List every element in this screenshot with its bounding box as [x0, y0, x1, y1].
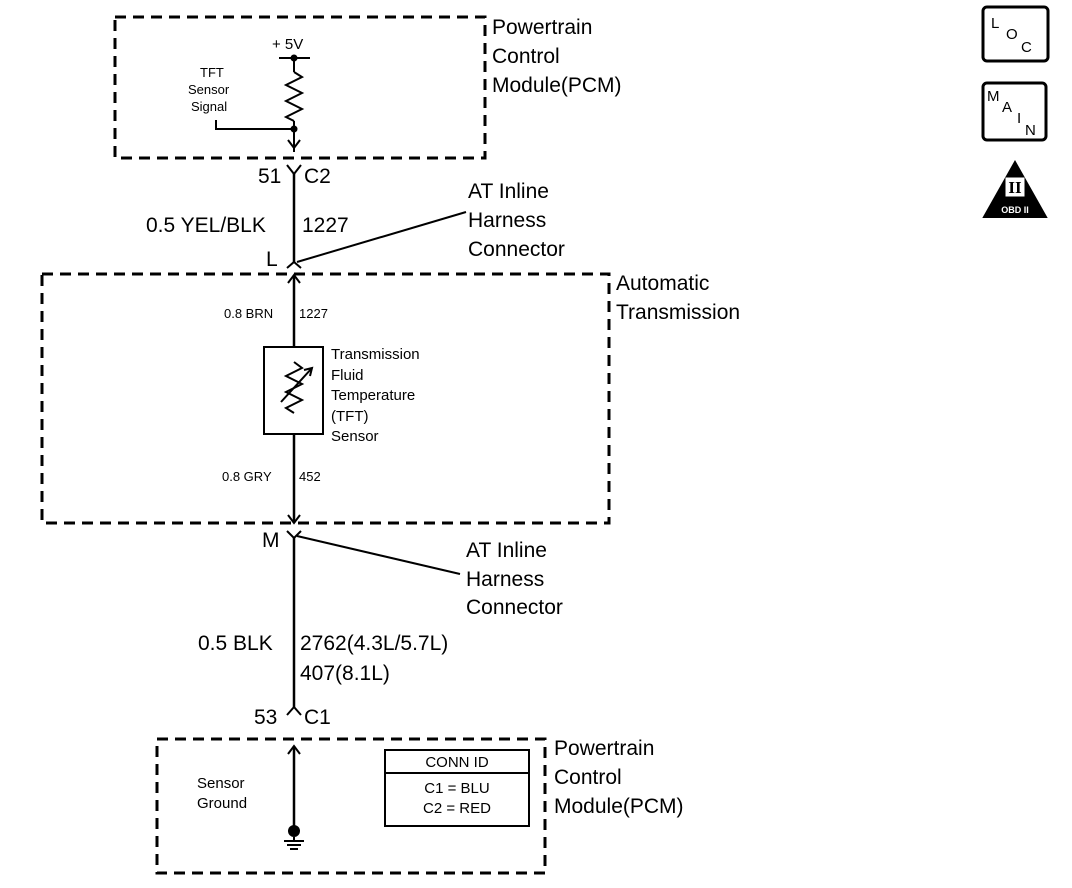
inline-connector-m-leader — [296, 535, 461, 575]
wire-top-gauge-color: 0.5 YEL/BLK — [146, 214, 266, 237]
transmission-bottom-arrow-icon — [287, 514, 301, 525]
loc-icon-letter-o: O — [1006, 26, 1018, 43]
conn-id-row-c1: C1 = BLU — [424, 780, 489, 797]
tft-sensor-label-line1: Transmission — [331, 346, 420, 363]
pcm-top-title-line3: Module(PCM) — [492, 74, 622, 97]
connector-c1: 53 C1 — [254, 705, 331, 729]
pcm-top-title-line1: Powertrain — [492, 16, 592, 39]
inline-connector-l-pin: L — [266, 248, 278, 271]
wire-bottom-gauge-color: 0.5 BLK — [198, 632, 273, 655]
connector-c2: 51 C2 — [258, 164, 331, 188]
wire-bottom-circuit-line1: 2762(4.3L/5.7L) — [300, 632, 448, 655]
connector-c1-pin: 53 — [254, 706, 277, 729]
thermistor-arrow-head-icon — [303, 366, 314, 377]
inline-connector-m-pin: M — [262, 529, 280, 552]
tft-sensor-label-line3: Temperature — [331, 387, 415, 404]
transmission-boundary — [40, 272, 611, 525]
inline-connector-l-leader — [296, 211, 467, 263]
tft-sensor-label-line4: (TFT) — [331, 408, 368, 425]
wire-bottom-circuit-line2: 407(8.1L) — [300, 662, 390, 685]
automatic-transmission: Automatic Transmission 0.8 BRN 1227 Tran… — [40, 272, 740, 525]
inline-connector-m: M AT Inline Harness Connector — [262, 529, 563, 619]
pcm-bottom-title-line2: Control — [554, 766, 622, 789]
connector-c2-name: C2 — [304, 165, 331, 188]
main-icon-letter-n: N — [1025, 122, 1036, 139]
supply-voltage-label: + 5V — [272, 36, 303, 53]
thermistor-variable-arrow — [280, 367, 313, 403]
tft-signal-label-line1: TFT — [200, 65, 224, 80]
pcm-top-boundary — [113, 15, 487, 160]
pcm-top-title-line2: Control — [492, 45, 560, 68]
inline-connector-l: L AT Inline Harness Connector — [266, 180, 565, 271]
inline-top-label-line3: Connector — [468, 238, 565, 261]
pullup-resistor-icon — [283, 71, 305, 122]
connector-c1-icon — [286, 705, 302, 716]
signal-line — [215, 120, 294, 130]
obd-ii-label: OBD II — [1001, 205, 1029, 215]
main-icon-letter-a: A — [1002, 99, 1012, 116]
main-icon-letter-i: I — [1017, 110, 1021, 127]
wire-lower-gauge-color: 0.8 GRY — [222, 469, 272, 484]
conn-id-row-c2: C2 = RED — [423, 800, 491, 817]
loc-icon-letter-l: L — [991, 15, 999, 32]
sensor-ground-label-line2: Ground — [197, 795, 247, 812]
pcm-bottom-title-line3: Module(PCM) — [554, 795, 684, 818]
pcm-bottom-module: Powertrain Control Module(PCM) Sensor Gr… — [155, 737, 684, 875]
pcm-top-module: Powertrain Control Module(PCM) + 5V TFT … — [113, 15, 622, 160]
transmission-title-line2: Transmission — [616, 301, 740, 324]
wire-top-circuit: 1227 — [302, 214, 349, 237]
obd-ii-icon[interactable]: II OBD II — [982, 159, 1048, 218]
tft-sensor-label-line5: Sensor — [331, 428, 379, 445]
wire-upper-circuit: 1227 — [299, 306, 328, 321]
tft-sensor-label-line2: Fluid — [331, 367, 364, 384]
inline-bottom-label-line3: Connector — [466, 596, 563, 619]
inline-top-label-line1: AT Inline — [468, 180, 549, 203]
transmission-title-line1: Automatic — [616, 272, 709, 295]
connector-c2-icon — [286, 164, 302, 176]
sensor-ground-label-line1: Sensor — [197, 775, 245, 792]
pcm-bottom-boundary — [155, 737, 547, 875]
main-icon-letter-m: M — [987, 88, 1000, 105]
pcm-bottom-title-line1: Powertrain — [554, 737, 654, 760]
tft-signal-label-line2: Sensor — [188, 82, 230, 97]
main-icon[interactable]: M A I N — [981, 81, 1048, 142]
wire-lower-circuit: 452 — [299, 469, 321, 484]
wire-upper-gauge-color: 0.8 BRN — [224, 306, 273, 321]
conn-id-header: CONN ID — [425, 754, 489, 771]
conn-id-table: CONN ID C1 = BLU C2 = RED — [384, 749, 530, 827]
pcm-top-arrow-icon — [287, 139, 301, 150]
obd-ii-numeral: II — [1008, 178, 1022, 197]
loc-icon-letter-c: C — [1021, 39, 1032, 56]
inline-bottom-label-line1: AT Inline — [466, 539, 547, 562]
inline-connector-l-icon — [286, 260, 302, 269]
tft-sensor-body — [263, 346, 324, 435]
inline-top-label-line2: Harness — [468, 209, 546, 232]
connector-c2-pin: 51 — [258, 165, 281, 188]
ground-node — [288, 825, 300, 837]
connector-c1-name: C1 — [304, 706, 331, 729]
loc-icon[interactable]: L O C — [981, 5, 1050, 63]
tft-signal-label-line3: Signal — [191, 99, 227, 114]
inline-bottom-label-line2: Harness — [466, 568, 544, 591]
conn-id-box — [384, 749, 530, 827]
